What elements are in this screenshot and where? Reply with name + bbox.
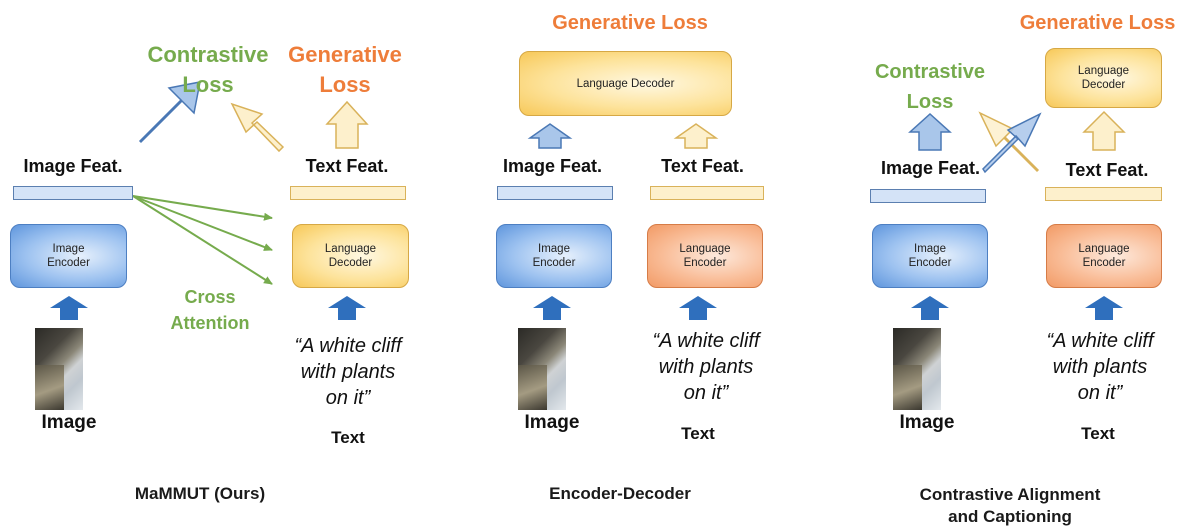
language-decoder-line2: Decoder — [328, 257, 373, 269]
text-label-p3: Text — [1081, 424, 1115, 443]
contrastive-diag-arrow-p3 — [982, 112, 1042, 174]
quote-line3-p3: on it” — [1077, 382, 1123, 404]
text-feat-bar-p1 — [290, 186, 406, 200]
generative-loss-label-p3: Generative Loss — [1019, 12, 1176, 34]
generative-loss-line1: Generative — [288, 42, 402, 67]
language-encoder-line2-p2: Encoder — [683, 257, 727, 269]
language-decoder-line2-p3: Decoder — [1081, 79, 1126, 91]
text-feat-up-arrow-p3 — [1082, 110, 1126, 151]
contrastive-loss-line1: Contrastive — [147, 42, 269, 67]
caption-quote-p3: “A white cliff with plants on it” — [1010, 328, 1190, 406]
image-up-arrow-p1 — [50, 296, 88, 320]
text-up-arrow-p3 — [1085, 296, 1123, 320]
language-encoder-line1-p3: Language — [1078, 243, 1130, 255]
image-feat-label-p2: Image Feat. — [502, 156, 603, 176]
contrastive-loss-line2: Loss — [182, 72, 234, 97]
image-feat-bar-p1 — [13, 186, 133, 200]
generative-loss-label-p2: Generative Loss — [552, 12, 708, 34]
generative-loss-arrow-diag — [230, 102, 285, 153]
quote-line1-p3: “A white cliff — [1046, 330, 1154, 352]
quote-line2-p2: with plants — [658, 356, 754, 378]
image-label-p2: Image — [524, 412, 580, 433]
text-feat-bar-p3 — [1045, 187, 1162, 201]
image-encoder-line1: Image — [52, 243, 85, 255]
caption-quote-p2: “A white cliff with plants on it” — [616, 328, 796, 406]
text-feat-up-arrow-p2 — [673, 123, 719, 149]
contrastive-loss-line2-p3: Loss — [906, 91, 954, 113]
text-feat-label-p3: Text Feat. — [1065, 160, 1149, 180]
quote-line2-p3: with plants — [1052, 356, 1148, 378]
text-feat-label-p2: Text Feat. — [661, 156, 744, 176]
contrastive-loss-label-p1: Contrastive Loss — [128, 40, 288, 100]
image-feat-label-p3: Image Feat. — [880, 158, 981, 178]
image-up-arrow-p2 — [533, 296, 571, 320]
language-decoder-line1: Language — [324, 243, 377, 255]
cross-attention-arrow-3 — [132, 195, 273, 285]
image-feat-label-p1: Image Feat. — [23, 156, 123, 176]
image-feat-bar-p2 — [497, 186, 613, 200]
language-decoder-box-p2: Language Decoder — [519, 51, 732, 116]
language-encoder-line1-p2: Language — [679, 243, 731, 255]
language-decoder-text-p2: Language Decoder — [576, 77, 675, 90]
caption-quote-p1: “A white cliff with plants on it” — [258, 333, 438, 411]
language-decoder-line1-p3: Language — [1077, 65, 1130, 77]
cliff-image-p2 — [518, 328, 566, 410]
image-encoder-line1-p2: Image — [538, 243, 570, 255]
contrastive-loss-line1-p3: Contrastive — [874, 61, 986, 83]
image-encoder-line2: Encoder — [47, 257, 90, 269]
cross-attention-line2: Attention — [170, 313, 250, 333]
quote-line1-p2: “A white cliff — [652, 330, 760, 352]
image-encoder-line1-p3: Image — [914, 243, 946, 255]
quote-line3-p2: on it” — [683, 382, 729, 404]
caption-contrastive-captioning: Contrastive Alignment and Captioning — [880, 484, 1140, 528]
cliff-image-p1 — [35, 328, 83, 410]
caption-encoder-decoder: Encoder-Decoder — [549, 484, 691, 503]
contrastive-loss-arrow — [138, 81, 201, 144]
quote-line3: on it” — [325, 387, 371, 409]
text-up-arrow-p1 — [328, 296, 366, 320]
image-feat-bar-p3 — [870, 189, 986, 203]
text-feat-bar-p2 — [650, 186, 764, 200]
image-feat-up-arrow-p3 — [908, 112, 952, 151]
cliff-image-p3 — [893, 328, 941, 410]
contrastive-loss-label-p3: Contrastive Loss — [850, 57, 1010, 117]
cross-attention-arrow-1 — [132, 195, 273, 221]
caption-mammut: MaMMUT (Ours) — [134, 484, 266, 503]
text-label-p2: Text — [681, 424, 715, 443]
text-up-arrow-p2 — [679, 296, 717, 320]
text-feat-label-p1: Text Feat. — [305, 156, 389, 176]
caption-line2-p3: and Captioning — [948, 507, 1072, 526]
language-encoder-line2-p3: Encoder — [1082, 257, 1126, 269]
image-label-p1: Image — [41, 412, 97, 433]
generative-loss-label-p1: Generative Loss — [270, 40, 420, 100]
image-label-p3: Image — [899, 412, 955, 433]
image-feat-up-arrow-p2 — [527, 123, 573, 149]
cross-attention-line1: Cross — [184, 287, 236, 307]
generative-loss-line2: Loss — [319, 72, 371, 97]
text-label-p1: Text — [331, 428, 365, 447]
quote-line1: “A white cliff — [294, 335, 402, 357]
caption-line1-p3: Contrastive Alignment — [919, 485, 1101, 504]
cross-attention-label: Cross Attention — [155, 284, 265, 336]
quote-line2: with plants — [300, 361, 396, 383]
text-feat-up-arrow — [325, 100, 369, 149]
image-encoder-line2-p3: Encoder — [908, 257, 952, 269]
image-up-arrow-p3 — [911, 296, 949, 320]
image-encoder-line2-p2: Encoder — [532, 257, 576, 269]
cross-attention-arrow-2 — [132, 195, 273, 251]
